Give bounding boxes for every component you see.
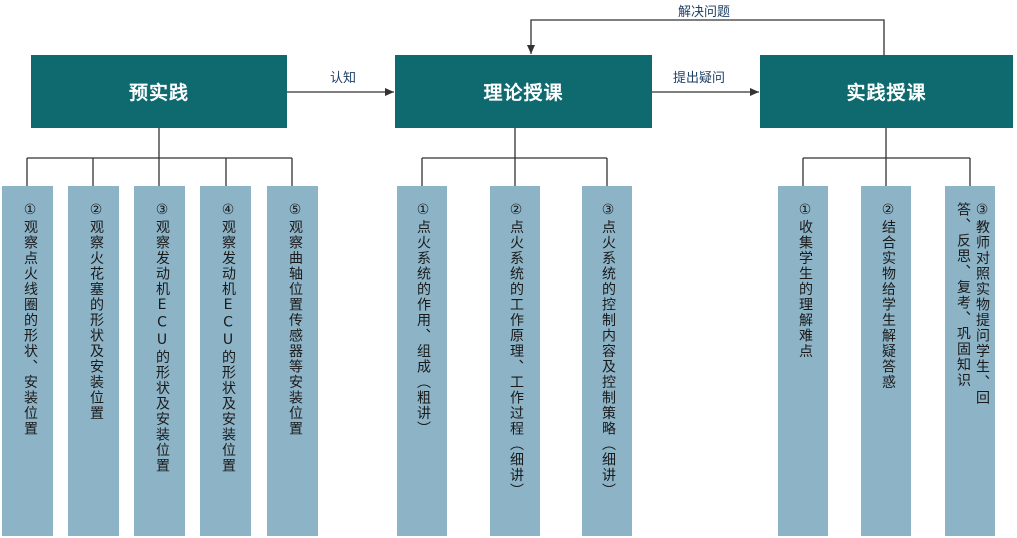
label-solve: 解决问题 <box>678 5 731 20</box>
stage-theory-lecture-title: 理论授课 <box>483 82 564 104</box>
practice-item-1-text: ①收集学生的理解难点 <box>797 202 813 359</box>
theory-item-1: ①点火系统的作用、组成（粗讲） <box>397 186 447 536</box>
theory-item-2-text: ②点火系统的工作原理、工作过程（细讲） <box>508 202 524 499</box>
pre-item-4: ④观察发动机ECU的形状及安装位置 <box>200 186 251 536</box>
practice-item-1: ①收集学生的理解难点 <box>778 186 828 536</box>
theory-item-3: ③点火系统的控制内容及控制策略（细讲） <box>582 186 632 536</box>
pre-item-5-text: ⑤观察曲轴位置传感器等安装位置 <box>287 202 303 437</box>
pre-item-1: ①观察点火线圈的形状、安装位置 <box>2 186 53 536</box>
label-ask: 提出疑问 <box>673 71 726 86</box>
arrow-solve <box>527 19 885 55</box>
practice-item-3: ③教师对照实物提问学生、回答、反思、复考、巩固知识 <box>945 186 995 536</box>
pre-item-5: ⑤观察曲轴位置传感器等安装位置 <box>267 186 318 536</box>
stage-pre-practice-title: 预实践 <box>128 82 189 104</box>
theory-item-3-text: ③点火系统的控制内容及控制策略（细讲） <box>600 202 616 499</box>
practice-item-2-text: ②结合实物给学生解疑答惑 <box>880 202 896 390</box>
label-recognize: 认知 <box>330 71 357 86</box>
pre-item-3: ③观察发动机ECU的形状及安装位置 <box>134 186 185 536</box>
stage-practice-lecture: 实践授课 <box>760 55 1013 128</box>
pre-item-2-text: ②观察火花塞的形状及安装位置 <box>88 202 104 421</box>
stage-pre-practice: 预实践 <box>31 55 287 128</box>
stage-practice-lecture-title: 实践授课 <box>846 82 927 104</box>
pre-item-3-text: ③观察发动机ECU的形状及安装位置 <box>154 202 170 474</box>
theory-item-2: ②点火系统的工作原理、工作过程（细讲） <box>490 186 540 536</box>
theory-item-1-text: ①点火系统的作用、组成（粗讲） <box>415 202 431 437</box>
stage-theory-lecture: 理论授课 <box>395 55 652 128</box>
pre-item-1-text: ①观察点火线圈的形状、安装位置 <box>22 202 38 437</box>
pre-item-4-text: ④观察发动机ECU的形状及安装位置 <box>220 202 236 474</box>
pre-item-2: ②观察火花塞的形状及安装位置 <box>68 186 119 536</box>
practice-item-3-text: ③教师对照实物提问学生、回答、反思、复考、巩固知识 <box>955 202 990 406</box>
practice-item-2: ②结合实物给学生解疑答惑 <box>861 186 911 536</box>
